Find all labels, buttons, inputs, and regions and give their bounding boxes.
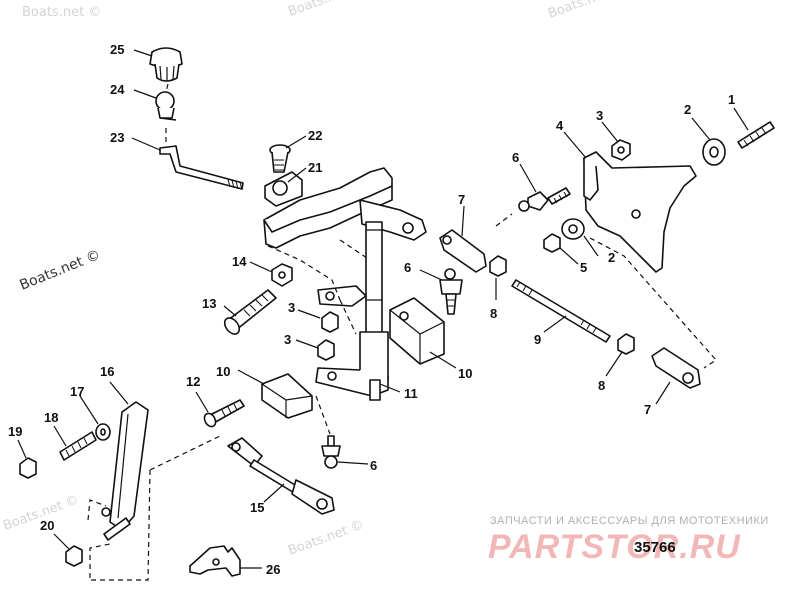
callout-11: 11 [404, 386, 418, 401]
callout-10b: 10 [216, 364, 230, 379]
callout-12: 12 [186, 374, 200, 389]
callout-24: 24 [110, 82, 125, 97]
watermark-4: Boats.net © [286, 518, 366, 559]
part-9-threaded-rod [511, 279, 611, 343]
callout-3c: 3 [284, 332, 291, 347]
callout-3b: 3 [288, 300, 295, 315]
watermark-1: Boats.net © [22, 5, 101, 20]
side-watermark: Boats.net © [18, 247, 103, 294]
part-17-washer [95, 423, 111, 441]
callout-20: 20 [40, 518, 54, 533]
callout-21: 21 [308, 160, 322, 175]
callout-14: 14 [232, 254, 247, 269]
part-26-clip [189, 545, 241, 577]
callout-23: 23 [110, 130, 124, 145]
callout-18: 18 [44, 410, 58, 425]
part-2-washer-lower [561, 218, 585, 240]
part-10-block-upper [389, 297, 445, 365]
callout-4: 4 [556, 118, 564, 133]
callout-22: 22 [308, 128, 322, 143]
callout-3: 3 [596, 108, 603, 123]
callout-5: 5 [580, 260, 587, 275]
part-16-arm [109, 401, 149, 531]
part-6-ball-stud-upper [518, 187, 571, 212]
part-19-nut [19, 457, 37, 479]
throttle-lever-assembly [263, 167, 427, 401]
part-22-screw [269, 144, 291, 173]
part-1-screw [737, 121, 775, 149]
callout-26: 26 [266, 562, 280, 577]
part-7-rod-end-upper [439, 229, 487, 273]
callout-6b: 6 [404, 260, 411, 275]
brand-caption: ЗАПЧАСТИ И АКСЕССУАРЫ ДЛЯ МОТОТЕХНИКИ [490, 515, 769, 527]
part-4-bracket-plate [583, 151, 697, 273]
callout-8b: 8 [598, 378, 605, 393]
part-7-rod-end-lower [651, 347, 701, 389]
part-8-nut-lower [617, 333, 635, 355]
centerline-rod-path [495, 213, 717, 369]
watermark-3: Boats.net © [546, 0, 626, 22]
alignment-lines [87, 83, 371, 581]
callout-6c: 6 [370, 458, 377, 473]
callout-15: 15 [250, 500, 264, 515]
part-3-nut [611, 139, 631, 161]
callout-13: 13 [202, 296, 216, 311]
callout-6a: 6 [512, 150, 519, 165]
callout-8a: 8 [490, 306, 497, 321]
callout-10a: 10 [458, 366, 472, 381]
callout-16: 16 [100, 364, 114, 379]
leader-lines [17, 49, 749, 569]
callout-1: 1 [728, 92, 735, 107]
part-3-nut-lower [317, 339, 335, 361]
part-6-ball-stud-lower [321, 435, 341, 469]
part-21-ball-joint [264, 171, 303, 207]
part-20-nut [65, 545, 83, 567]
part-24-ball-stud [155, 91, 177, 121]
part-6-ball-stud-middle [439, 268, 463, 315]
part-5-nut [543, 233, 561, 253]
callout-labels: 25 24 23 22 21 1 2 3 4 6 7 14 6 8 13 3 3… [8, 42, 735, 577]
part-23-link-rod [159, 145, 244, 191]
part-14-nut [271, 263, 293, 287]
callout-2: 2 [684, 102, 691, 117]
part-3-nut-middle [321, 311, 339, 333]
part-15-link-rod [227, 437, 335, 515]
part-25-cap [149, 47, 183, 82]
callout-7b: 7 [644, 402, 651, 417]
callout-7a: 7 [458, 192, 465, 207]
callout-9: 9 [534, 332, 541, 347]
callout-2b: 2 [608, 250, 615, 265]
callout-25: 25 [110, 42, 124, 57]
part-10-block-lower [261, 373, 313, 419]
part-13-screw [223, 289, 277, 335]
arm-ball-stud [101, 507, 131, 541]
reference-number: 35766 [634, 539, 676, 556]
part-2-washer [702, 138, 726, 166]
part-8-nut-upper [489, 255, 507, 277]
brand-logo: PARTSTOR.RU [488, 528, 741, 566]
part-12-screw [203, 399, 245, 428]
watermark-2: Boats.net © [286, 0, 366, 20]
part-18-stud [59, 431, 97, 461]
callout-19: 19 [8, 424, 22, 439]
callout-17: 17 [70, 384, 84, 399]
